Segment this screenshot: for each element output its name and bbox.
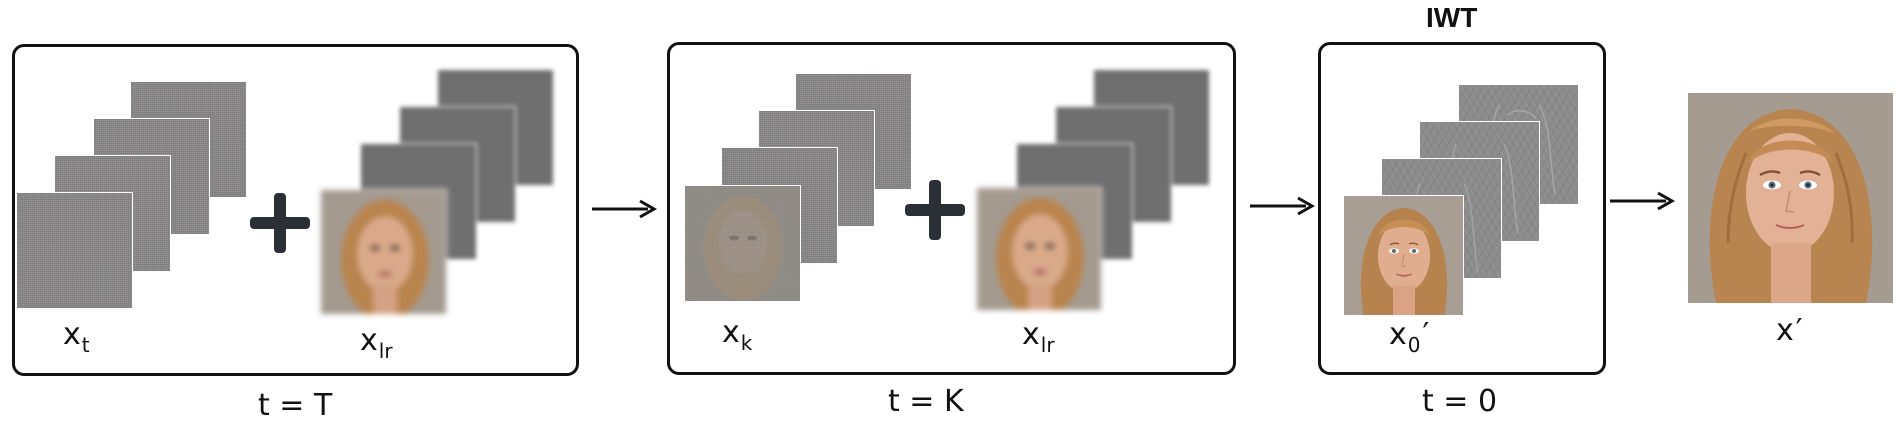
stage-panel-t-T: xt xlr (12, 44, 579, 376)
symbol-x-prime-output: x′ (1776, 313, 1803, 348)
stage-panel-t-K: xk xlr (667, 42, 1236, 375)
face-image-noisy (684, 185, 801, 302)
stage-panel-t-0: x0′ (1318, 42, 1606, 375)
arrow-right-icon (1610, 191, 1676, 211)
noise-image (16, 192, 133, 309)
step-label-t-T: t = T (258, 388, 333, 423)
output-face-image (1688, 93, 1893, 303)
symbol-x-t: xt (63, 317, 90, 357)
plus-icon (905, 180, 965, 240)
symbol-x-lr: xlr (360, 323, 393, 363)
face-image-blurred (976, 187, 1102, 311)
step-label-t-K: t = K (888, 384, 964, 419)
arrow-right-icon (1250, 196, 1316, 216)
face-image-blurred (320, 189, 447, 315)
symbol-x-0-prime: x0′ (1389, 317, 1430, 357)
symbol-x-k: xk (722, 315, 753, 355)
plus-icon (250, 193, 310, 253)
symbol-x-lr: xlr (1022, 317, 1055, 357)
iwt-title: IWT (1426, 2, 1478, 33)
arrow-right-icon (592, 199, 658, 219)
face-image-sharp (1343, 195, 1464, 316)
step-label-t-0: t = 0 (1422, 384, 1498, 419)
